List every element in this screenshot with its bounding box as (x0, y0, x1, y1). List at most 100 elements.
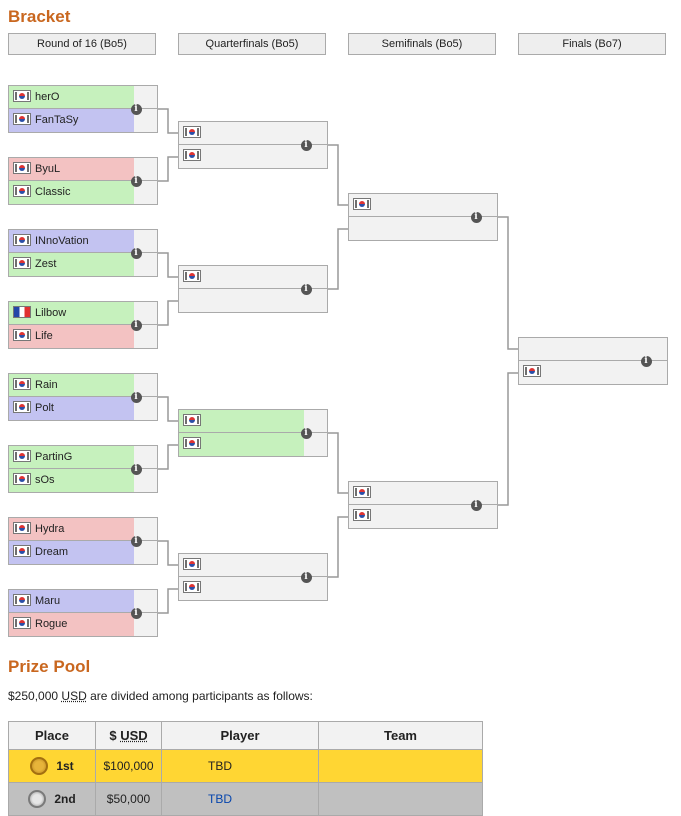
player-slot (519, 361, 645, 384)
header-usd-prefix: $ (109, 728, 117, 743)
match-info-icon[interactable]: i (130, 607, 142, 619)
score-cell (134, 374, 157, 396)
header-place: Place (8, 721, 96, 750)
header-player: Player (161, 721, 319, 750)
korea-flag-icon (13, 450, 31, 463)
score-cell (474, 482, 497, 504)
player-slot (179, 145, 305, 168)
player-cell: TBD (161, 782, 319, 816)
score-cell (134, 446, 157, 468)
korea-flag-icon (183, 437, 201, 450)
bracket-slot (348, 193, 498, 217)
player-slot[interactable]: herO (9, 86, 135, 108)
player-slot[interactable]: Polt (9, 397, 135, 420)
match-info-icon[interactable]: i (130, 391, 142, 403)
player-slot[interactable]: Classic (9, 181, 135, 204)
bracket-slot: Lilbow (8, 301, 158, 325)
score-cell (134, 230, 157, 252)
bracket-slot: ByuL (8, 157, 158, 181)
korea-flag-icon (183, 126, 201, 139)
match-info-icon[interactable]: i (300, 283, 312, 295)
player-slot[interactable]: Lilbow (9, 302, 135, 324)
korea-flag-icon (183, 270, 201, 283)
match-info-icon[interactable]: i (130, 463, 142, 475)
match-info-icon[interactable]: i (130, 103, 142, 115)
score-cell (474, 505, 497, 528)
player-slot[interactable]: Zest (9, 253, 135, 276)
player-slot[interactable]: sOs (9, 469, 135, 492)
match-info-icon[interactable]: i (130, 247, 142, 259)
match-info-icon[interactable]: i (300, 139, 312, 151)
bracket-slot (348, 481, 498, 505)
prize-intro-currency[interactable]: USD (61, 689, 87, 703)
score-cell (134, 158, 157, 180)
score-cell (644, 338, 667, 360)
player-slot (349, 217, 475, 240)
player-slot[interactable]: INnoVation (9, 230, 135, 252)
score-cell (304, 554, 327, 576)
player-cell: TBD (161, 749, 319, 783)
player-slot (179, 577, 305, 600)
header-usd-abbr[interactable]: USD (120, 728, 148, 743)
player-slot[interactable]: Dream (9, 541, 135, 564)
match-info-icon[interactable]: i (130, 319, 142, 331)
bracket-slot: Life (8, 325, 158, 349)
player-slot[interactable]: Maru (9, 590, 135, 612)
player-name: Dream (35, 546, 69, 558)
korea-flag-icon (523, 365, 541, 378)
score-cell (134, 253, 157, 276)
silver-medal-icon (28, 790, 47, 808)
match-info-icon[interactable]: i (300, 427, 312, 439)
bracket-slot (348, 505, 498, 529)
round-header-ro16: Round of 16 (Bo5) (8, 33, 156, 55)
prize-table: Place $ USD Player Team 1st $100,000 TBD… (8, 721, 483, 816)
score-cell (304, 577, 327, 600)
korea-flag-icon (183, 581, 201, 594)
player-slot[interactable]: Rain (9, 374, 135, 396)
match-info-icon[interactable]: i (300, 571, 312, 583)
player-name: INnoVation (35, 235, 89, 247)
round-header-quarterfinals: Quarterfinals (Bo5) (178, 33, 326, 55)
score-cell (644, 361, 667, 384)
player-name[interactable]: TBD (208, 792, 232, 806)
match-info-icon[interactable]: i (470, 211, 482, 223)
player-slot[interactable]: FanTaSy (9, 109, 135, 132)
bracket-slot (178, 433, 328, 457)
match-info-icon[interactable]: i (470, 499, 482, 511)
score-cell (134, 518, 157, 540)
score-cell (134, 325, 157, 348)
korea-flag-icon (13, 401, 31, 414)
bracket-slot (178, 145, 328, 169)
bracket-slot: Maru (8, 589, 158, 613)
korea-flag-icon (183, 414, 201, 427)
score-cell (304, 122, 327, 144)
player-name: PartinG (35, 451, 73, 463)
korea-flag-icon (13, 378, 31, 391)
score-cell (134, 590, 157, 612)
player-slot (179, 433, 305, 456)
player-slot (519, 338, 645, 360)
score-cell (134, 109, 157, 132)
match-info-icon[interactable]: i (130, 175, 142, 187)
prize-row-1st: 1st $100,000 TBD (8, 749, 483, 783)
player-slot[interactable]: Rogue (9, 613, 135, 636)
match-info-icon[interactable]: i (130, 535, 142, 547)
player-slot (179, 122, 305, 144)
player-slot[interactable]: Hydra (9, 518, 135, 540)
match-info-icon[interactable]: i (640, 355, 652, 367)
bracket-slot: Rain (8, 373, 158, 397)
bracket-slot (178, 265, 328, 289)
score-cell (134, 469, 157, 492)
prize-row-2nd: 2nd $50,000 TBD (8, 782, 483, 816)
player-slot[interactable]: ByuL (9, 158, 135, 180)
player-slot[interactable]: Life (9, 325, 135, 348)
team-cell (318, 749, 483, 783)
korea-flag-icon (13, 185, 31, 198)
player-name: Classic (35, 186, 71, 198)
korea-flag-icon (13, 234, 31, 247)
place-cell: 2nd (8, 782, 96, 816)
player-slot[interactable]: PartinG (9, 446, 135, 468)
player-name: Polt (35, 402, 54, 414)
